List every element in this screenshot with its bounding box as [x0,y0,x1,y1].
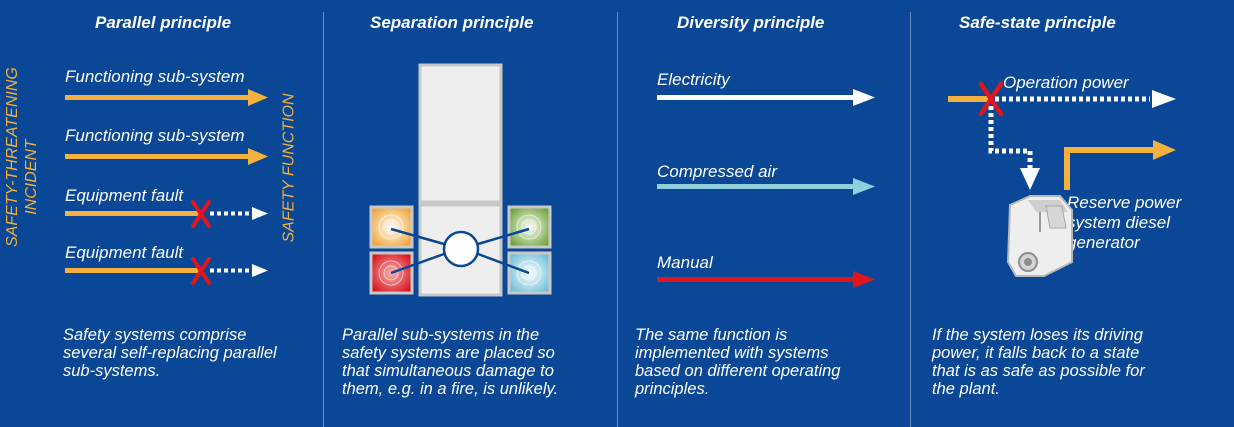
arrow-right-icon [65,89,268,106]
reserve-line: generator [1067,233,1140,252]
caption-line: power, it falls back to a state [932,344,1140,362]
arrow-right-icon [657,89,875,106]
row-label-3: Equipment fault [65,186,184,205]
arrow-right-icon [65,148,268,165]
panel-title-safe-state: Safe-state principle [959,13,1116,32]
reserve-line: Reserve power [1067,193,1182,212]
arrow-right-icon [1152,90,1176,108]
caption-line: several self-replacing parallel [63,344,277,362]
panel-title-parallel: Parallel principle [95,13,232,32]
arrow-down-icon [1020,168,1040,190]
caption-line: the plant. [932,380,1000,398]
caption-line: sub-systems. [63,362,161,380]
building-upper [418,63,503,204]
divider-3 [910,12,911,427]
caption-diversity: The same function is implemented with sy… [635,326,841,398]
row-label-2: Functioning sub-system [65,126,245,145]
row-label-1: Functioning sub-system [65,67,245,86]
caption-parallel: Safety systems comprise several self-rep… [63,326,277,380]
operation-power-label: Operation power [1003,73,1129,92]
caption-line: principles. [635,380,710,398]
reserve-line: system diesel [1067,213,1170,232]
room-blue [507,251,552,295]
arrow-right-icon [1153,140,1176,160]
caption-line: The same function is [635,326,788,344]
caption-line: If the system loses its driving [932,326,1143,344]
row-label-compressed-air: Compressed air [657,162,777,181]
hub-circle-icon [442,230,480,268]
row-label-electricity: Electricity [657,70,730,89]
panel-title-diversity: Diversity principle [677,13,825,32]
caption-separation: Parallel sub-systems in the safety syste… [342,326,558,398]
row-label-manual: Manual [657,253,713,272]
panel-title-separation: Separation principle [370,13,534,32]
reserve-power-label: Reserve power system diesel generator [1067,193,1181,253]
operation-power-line [948,96,990,102]
diesel-generator-icon [1006,195,1073,277]
caption-line: Parallel sub-systems in the [342,326,540,344]
failed-arrow-icon [65,264,268,277]
cross-mark-icon [191,200,211,228]
arrow-right-icon [657,271,875,288]
caption-line: based on different operating [635,362,841,380]
arrow-right-icon [657,178,875,195]
caption-line: that simultaneous damage to [342,362,554,380]
row-label-4: Equipment fault [65,243,184,262]
caption-line: them, e.g. in a fire, is unlikely. [342,380,559,398]
caption-line: that is as safe as possible for [932,362,1145,380]
room-orange [369,205,414,249]
divider-1 [323,12,324,427]
cross-mark-icon [978,81,1004,117]
caption-safe-state: If the system loses its driving power, i… [932,326,1145,398]
caption-line: Safety systems comprise [63,326,247,344]
cross-mark-icon [191,257,211,285]
caption-line: implemented with systems [635,344,829,362]
room-green [507,205,552,249]
caption-line: safety systems are placed so [342,344,555,362]
divider-2 [617,12,618,427]
failed-arrow-icon [65,207,268,220]
